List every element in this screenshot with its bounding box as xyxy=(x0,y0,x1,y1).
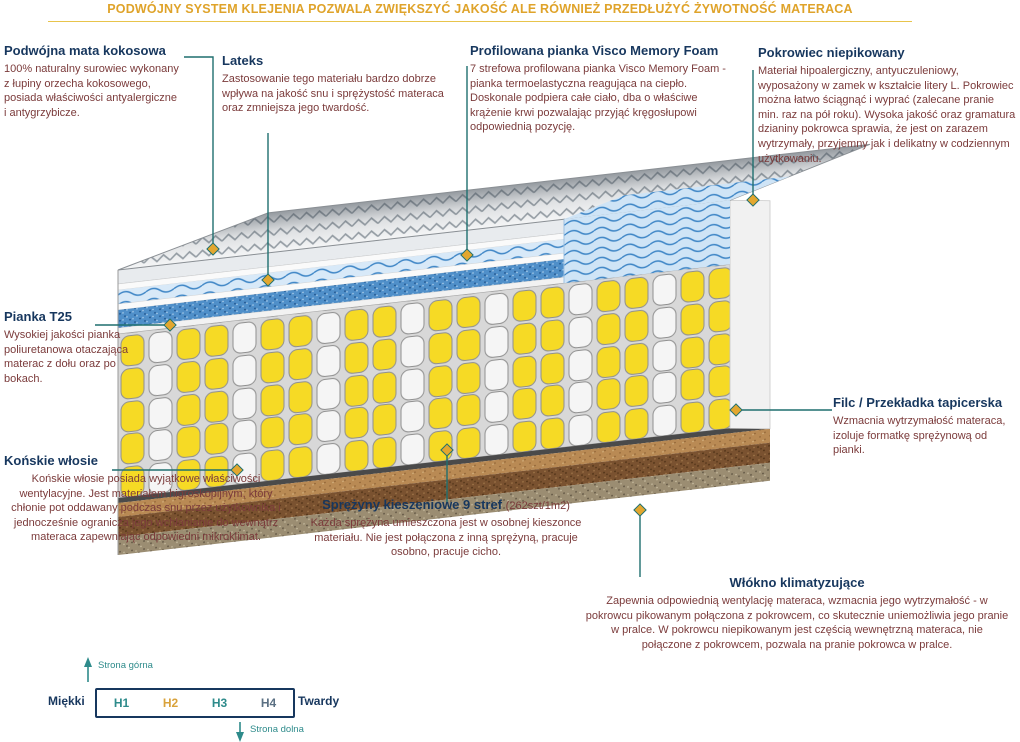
coconut-title: Podwójna mata kokosowa xyxy=(4,43,166,58)
latex-wave-surface xyxy=(563,176,790,284)
horsehair-title: Końskie włosie xyxy=(4,453,98,468)
callout-horsehair: Końskie włosie Końskie włosie posiada wy… xyxy=(4,453,288,545)
callout-pocket-springs: Sprężyny kieszeniowe 9 stref (262szt/1m2… xyxy=(298,497,594,560)
cover-end-cap xyxy=(729,199,771,430)
top-arrowhead-icon xyxy=(84,657,92,667)
callout-coconut-mat: Podwójna mata kokosowa 100% naturalny su… xyxy=(4,43,180,120)
hardness-h1: H1 xyxy=(113,696,130,710)
cover-title: Pokrowiec niepikowany xyxy=(758,45,905,60)
fiber-diamond xyxy=(633,503,647,517)
cover-body: Materiał hipoalergiczny, antyuczuleniowy… xyxy=(758,64,1016,165)
coconut-body: 100% naturalny surowiec wykonany z łupin… xyxy=(4,62,179,119)
cover-diamond xyxy=(746,193,760,207)
springs-diamond xyxy=(440,443,454,457)
base-layers xyxy=(118,423,770,555)
felt-diamond xyxy=(729,403,743,417)
t25-body: Wysokiej jakości pianka poliuretanowa ot… xyxy=(4,328,129,385)
t25-title: Pianka T25 xyxy=(4,309,72,324)
callout-climate-fiber: Włókno klimatyzujące Zapewnia odpowiedni… xyxy=(585,575,1009,652)
felt-body: Wzmacnia wytrzymałość materaca, izoluje … xyxy=(833,414,1006,457)
scale-arrows xyxy=(84,657,244,742)
headline: PODWÓJNY SYSTEM KLEJENIA POZWALA ZWIĘKSZ… xyxy=(48,2,912,22)
latex-body: Zastosowanie tego materiału bardzo dobrz… xyxy=(222,72,444,115)
horsehair-diamond xyxy=(230,463,244,477)
callout-cover: Pokrowiec niepikowany Materiał hipoalerg… xyxy=(758,45,1016,166)
felt-title: Filc / Przekładka tapicerska xyxy=(833,395,1003,410)
hard-label: Twardy xyxy=(298,694,340,708)
hardness-scale: H1 H2 H3 H4 xyxy=(95,688,295,718)
hardness-h2: H2 xyxy=(162,696,179,710)
mattress-body xyxy=(117,143,871,556)
callout-felt: Filc / Przekładka tapicerska Wzmacnia wy… xyxy=(833,395,1017,458)
bottom-side-label: Strona dolna xyxy=(250,724,304,735)
latex-diamond xyxy=(261,273,275,287)
springs-title-text: Sprężyny kieszeniowe 9 stref xyxy=(322,497,503,512)
springs-count: (262szt/1m2) xyxy=(505,500,570,512)
callout-lines xyxy=(95,56,832,577)
visco-body: 7 strefowa profilowana pianka Visco Memo… xyxy=(470,62,726,134)
bottom-arrowhead-icon xyxy=(236,732,244,742)
soft-label: Miękki xyxy=(48,694,85,708)
latex-title: Lateks xyxy=(222,53,264,68)
hardness-h3: H3 xyxy=(211,696,228,710)
marker-diamonds xyxy=(163,193,760,517)
fiber-title: Włókno klimatyzujące xyxy=(729,575,865,590)
t25-diamond xyxy=(163,318,177,332)
callout-foam-t25: Pianka T25 Wysokiej jakości pianka poliu… xyxy=(4,309,156,386)
springs-title: Sprężyny kieszeniowe 9 stref (262szt/1m2… xyxy=(298,497,594,513)
callout-visco-memory-foam: Profilowana pianka Visco Memory Foam 7 s… xyxy=(470,43,742,135)
callout-latex: Lateks Zastosowanie tego materiału bardz… xyxy=(222,53,458,116)
fiber-body: Zapewnia odpowiednią wentylację materaca… xyxy=(585,594,1009,651)
coconut-leader xyxy=(184,56,214,243)
springs-body: Każda sprężyna umieszczona jest w osobne… xyxy=(310,516,582,559)
top-side-label: Strona górna xyxy=(98,660,153,671)
zigzag-profiled-top xyxy=(117,143,871,271)
visco-diamond xyxy=(460,248,474,262)
horsehair-body: Końskie włosie posiada wyjątkowe właściw… xyxy=(11,472,281,544)
visco-title: Profilowana pianka Visco Memory Foam xyxy=(470,43,719,58)
coconut-diamond xyxy=(206,242,220,256)
hardness-h4: H4 xyxy=(260,696,277,710)
